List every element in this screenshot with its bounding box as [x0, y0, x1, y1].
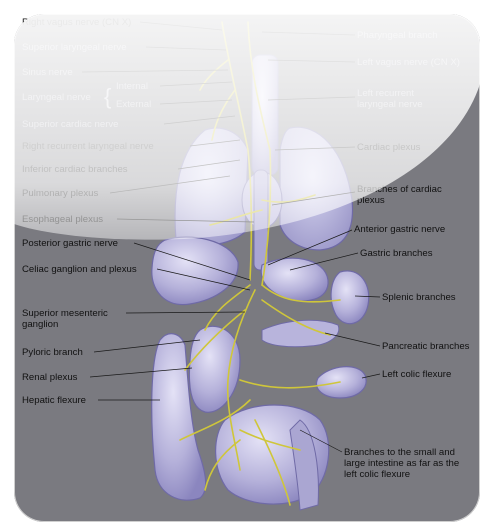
label-anterior-gastric-nerve: Anterior gastric nerve	[354, 224, 445, 235]
label-left-recurrent: Left recurrent	[357, 88, 414, 99]
label-posterior-gastric-nerve: Posterior gastric nerve	[22, 238, 118, 249]
label-superior-laryngeal-nerve: Superior laryngeal nerve	[22, 42, 127, 53]
label-esophageal-plexus: Esophageal plexus	[22, 214, 103, 225]
label-hepatic-flexure: Hepatic flexure	[22, 395, 86, 406]
label-plexus: plexus	[357, 195, 385, 206]
left-lung	[280, 127, 353, 250]
label-pharyngeal-branch: Pharyngeal branch	[357, 30, 438, 41]
label-left-vagus-nerve: Left vagus nerve (CN X)	[357, 57, 460, 68]
right-lung	[175, 128, 248, 245]
label-internal: Internal	[116, 81, 148, 92]
label-right-recurrent-laryngeal: Right recurrent laryngeal nerve	[22, 141, 154, 152]
larynx-trachea	[252, 55, 278, 175]
spleen	[331, 271, 369, 324]
label-external: External	[116, 99, 151, 110]
label-gastric-branches: Gastric branches	[360, 248, 433, 259]
label-left-colic-flexure: Left colic flexure	[382, 369, 451, 380]
label-branches-small-large-2: large intestine as far as the	[344, 458, 459, 469]
label-superior-cardiac-nerve: Superior cardiac nerve	[22, 119, 119, 130]
duodenum	[189, 326, 240, 412]
label-branches-small-large-3: left colic flexure	[344, 469, 410, 480]
stomach	[261, 258, 328, 301]
label-ganglion: ganglion	[22, 319, 58, 330]
label-renal-plexus: Renal plexus	[22, 372, 77, 383]
left-colic-flexure	[317, 367, 367, 398]
label-branches-of-cardiac: Branches of cardiac	[357, 184, 442, 195]
label-inferior-cardiac-branches: Inferior cardiac branches	[22, 164, 128, 175]
label-superior-mesenteric: Superior mesenteric	[22, 308, 108, 319]
label-laryngeal-nerve-right: laryngeal nerve	[357, 99, 423, 110]
label-laryngeal-nerve: Laryngeal nerve	[22, 92, 91, 103]
label-splenic-branches: Splenic branches	[382, 292, 456, 303]
label-celiac-ganglion: Celiac ganglion and plexus	[22, 264, 137, 275]
label-pancreatic-branches: Pancreatic branches	[382, 341, 469, 352]
label-sinus-nerve: Sinus nerve	[22, 67, 73, 78]
label-cardiac-plexus: Cardiac plexus	[357, 142, 420, 153]
label-right-vagus-nerve: Right vagus nerve (CN X)	[22, 17, 131, 28]
label-pulmonary-plexus: Pulmonary plexus	[22, 188, 98, 199]
label-branches-small-large-1: Branches to the small and	[344, 447, 455, 458]
label-pyloric-branch: Pyloric branch	[22, 347, 83, 358]
brace-icon: {	[104, 86, 111, 108]
